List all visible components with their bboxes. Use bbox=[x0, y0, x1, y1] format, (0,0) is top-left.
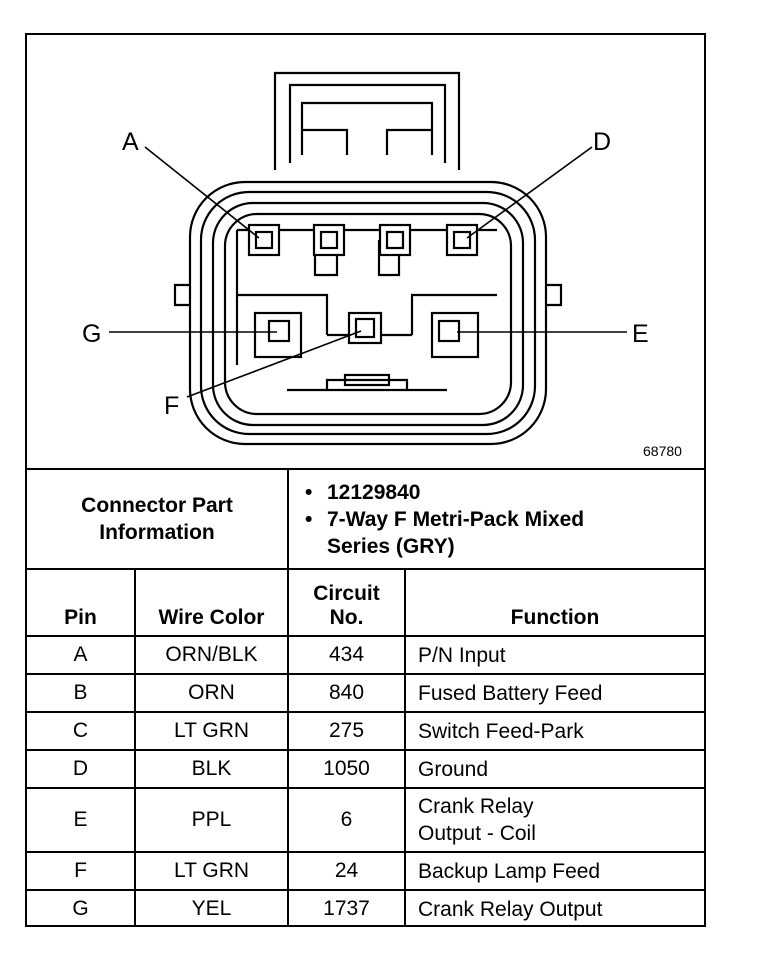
connector-info-title: Connector Part Information bbox=[27, 468, 289, 570]
cell-circuit: 24 bbox=[287, 851, 406, 891]
cell-circuit: 6 bbox=[287, 787, 406, 853]
part-number: 12129840 bbox=[327, 480, 421, 504]
table-header-row: Pin Wire Color Circuit No. Function bbox=[27, 568, 705, 637]
leader-a bbox=[144, 146, 260, 239]
pin-label-f: F bbox=[164, 392, 180, 420]
cell-pin: B bbox=[27, 673, 136, 713]
cell-function: Backup Lamp Feed bbox=[403, 851, 705, 891]
cell-function-line1: Crank Relay bbox=[418, 795, 534, 818]
cell-circuit: 434 bbox=[287, 635, 406, 675]
cell-pin: A bbox=[27, 635, 136, 675]
figure-id: 68780 bbox=[643, 443, 682, 459]
cell-circuit: 1737 bbox=[287, 889, 406, 927]
part-number-item: • 12129840 bbox=[305, 479, 704, 506]
connector-info-title-line2: Information bbox=[99, 521, 215, 544]
cell-pin: D bbox=[27, 749, 136, 789]
cell-function: Crank Relay Output bbox=[403, 889, 705, 927]
cell-function-line2: Output - Coil bbox=[418, 822, 536, 845]
pin-label-d: D bbox=[593, 128, 612, 156]
cell-wire-color: ORN bbox=[134, 673, 289, 713]
table-row: G YEL 1737 Crank Relay Output bbox=[27, 889, 705, 927]
header-circuit: Circuit No. bbox=[287, 568, 406, 637]
pin-label-g: G bbox=[82, 320, 102, 348]
pin-label-a: A bbox=[122, 128, 139, 156]
cell-function: Crank Relay Output - Coil bbox=[403, 787, 705, 853]
connector-info-details: • 12129840 • 7-Way F Metri-Pack Mixed Se… bbox=[286, 468, 705, 570]
cell-function: Fused Battery Feed bbox=[403, 673, 705, 713]
table-row: D BLK 1050 Ground bbox=[27, 749, 705, 789]
cell-pin: E bbox=[27, 787, 136, 853]
diagram-frame: A D G E F 68780 Connector Part Informati… bbox=[25, 33, 706, 927]
cell-circuit: 1050 bbox=[287, 749, 406, 789]
bullet: • bbox=[305, 480, 313, 504]
leader-f bbox=[186, 330, 362, 398]
pin-label-e: E bbox=[632, 320, 649, 348]
header-circuit-line1: Circuit bbox=[313, 582, 380, 605]
cell-function-line1: Fused Battery Feed bbox=[418, 681, 603, 705]
table-row: F LT GRN 24 Backup Lamp Feed bbox=[27, 851, 705, 891]
table-body: A ORN/BLK 434 P/N Input B ORN 840 Fused … bbox=[27, 635, 705, 927]
cell-function: Ground bbox=[403, 749, 705, 789]
table-row: C LT GRN 275 Switch Feed-Park bbox=[27, 711, 705, 751]
cell-pin: G bbox=[27, 889, 136, 927]
cell-pin: F bbox=[27, 851, 136, 891]
connector-info-row: Connector Part Information • 12129840 • … bbox=[27, 468, 705, 570]
cell-function: Switch Feed-Park bbox=[403, 711, 705, 751]
cell-wire-color: YEL bbox=[134, 889, 289, 927]
cell-wire-color: BLK bbox=[134, 749, 289, 789]
table-row: B ORN 840 Fused Battery Feed bbox=[27, 673, 705, 713]
table-row: E PPL 6 Crank Relay Output - Coil bbox=[27, 787, 705, 853]
cell-function-line1: P/N Input bbox=[418, 643, 506, 667]
description-line1: 7-Way F Metri-Pack Mixed bbox=[327, 507, 585, 531]
connector-info-title-line1: Connector Part bbox=[81, 494, 233, 517]
cell-circuit: 840 bbox=[287, 673, 406, 713]
connector-drawing bbox=[109, 71, 627, 446]
header-circuit-line2: No. bbox=[329, 606, 364, 629]
bullet: • bbox=[305, 507, 313, 531]
cell-wire-color: PPL bbox=[134, 787, 289, 853]
connector-table: Connector Part Information • 12129840 • … bbox=[27, 468, 705, 927]
connector-diagram: A D G E F 68780 bbox=[27, 35, 704, 468]
cell-wire-color: ORN/BLK bbox=[134, 635, 289, 675]
cell-function-line1: Ground bbox=[418, 757, 489, 781]
connector-shell-outer bbox=[188, 180, 548, 446]
description-item: • 7-Way F Metri-Pack Mixed bbox=[305, 506, 704, 533]
latch bbox=[273, 71, 461, 170]
header-wire-color: Wire Color bbox=[134, 568, 289, 637]
table-row: A ORN/BLK 434 P/N Input bbox=[27, 635, 705, 675]
cell-pin: C bbox=[27, 711, 136, 751]
header-function: Function bbox=[403, 568, 705, 637]
cell-circuit: 275 bbox=[287, 711, 406, 751]
cell-function-line1: Backup Lamp Feed bbox=[418, 859, 601, 883]
cell-function: P/N Input bbox=[403, 635, 705, 675]
cell-function-line1: Crank Relay Output bbox=[418, 897, 603, 921]
terminal-d bbox=[445, 223, 479, 257]
cell-function-line1: Switch Feed-Park bbox=[418, 719, 584, 743]
cell-wire-color: LT GRN bbox=[134, 711, 289, 751]
leader-d bbox=[466, 146, 593, 239]
cell-wire-color: LT GRN bbox=[134, 851, 289, 891]
description-line2: Series (GRY) bbox=[327, 534, 455, 558]
header-pin: Pin bbox=[27, 568, 136, 637]
